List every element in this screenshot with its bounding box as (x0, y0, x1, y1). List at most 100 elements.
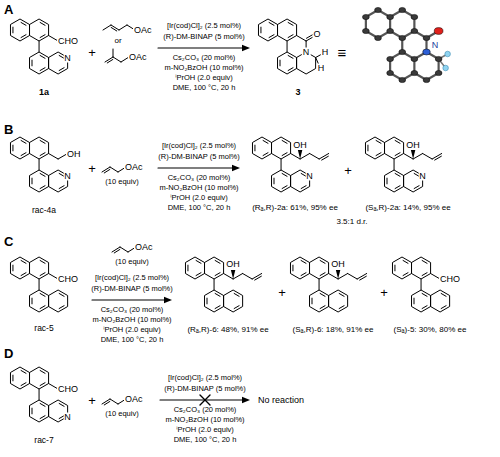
reaction-arrow (158, 47, 245, 48)
aromatic-ring (365, 137, 384, 159)
bond-line (40, 260, 45, 263)
condition-text: [Ir(cod)Cl]₂ (2.5 mol%) (95, 274, 169, 282)
bond-line (282, 140, 287, 143)
aromatic-ring (185, 257, 204, 279)
bond-line (234, 306, 239, 309)
carbon-ellipsoid (411, 70, 418, 75)
compound-label: rac-5 (34, 324, 53, 333)
carbon-ellipsoid (435, 70, 442, 75)
aromatic-ring (10, 137, 29, 159)
bond-line (339, 293, 344, 296)
bond-line (395, 186, 400, 189)
equiv-text: (10 equiv) (115, 258, 148, 266)
bond-line (110, 167, 118, 172)
atom-label: OH (225, 260, 241, 269)
bond-line (395, 173, 400, 176)
aromatic-ring (385, 170, 404, 192)
bond-line (288, 22, 293, 25)
atom-label: H (317, 64, 326, 73)
plus-sign: + (278, 286, 286, 299)
hydrogen-atom (443, 65, 449, 71)
bond-line (103, 25, 111, 30)
condition-text: Cs₂CO₃ (20 mol%) (174, 406, 237, 414)
condition-text: ⁱPrOH (2.0 equiv) (103, 326, 161, 334)
bond-line (403, 273, 408, 276)
arrow-head (242, 397, 250, 403)
plus-sign: + (380, 286, 388, 299)
bond-line (301, 260, 306, 263)
carbon-ellipsoid (399, 35, 406, 40)
aromatic-ring (310, 290, 329, 312)
bond-line (274, 178, 275, 184)
bond-line (113, 57, 121, 62)
aromatic-ring (30, 400, 49, 422)
aromatic-ring (30, 367, 49, 389)
product-label: (Rₐ,R)-2a: 61%, 95% ee (252, 204, 338, 212)
bond-line (435, 156, 442, 160)
compound-label: rac-4a (32, 206, 56, 215)
aromatic-ring (272, 137, 291, 159)
aromatic-ring (412, 290, 431, 312)
condition-text: DME, 100 °C, 20 h (168, 204, 231, 212)
bond-line (59, 306, 64, 309)
bond-line (338, 274, 348, 280)
bond-line (320, 293, 325, 296)
bond-line (319, 154, 329, 160)
bond-line (282, 173, 287, 176)
bond-line (215, 306, 220, 309)
bond-line (422, 306, 427, 309)
aromatic-ring (30, 19, 49, 41)
bond-line (105, 57, 113, 62)
condition-text: m-NO₂BzOH (10 mol%) (92, 316, 171, 324)
bond-line (441, 293, 446, 296)
bond-line (269, 22, 274, 25)
product-label: (Sₐ)-5: 30%, 80% ee (394, 326, 467, 334)
plus-sign: + (344, 164, 352, 177)
condition-text: DME, 100 °C, 20 h (174, 436, 237, 444)
bond-line (300, 154, 310, 160)
bond-line (40, 293, 45, 296)
bond-line (282, 186, 287, 189)
condition-text: DME, 100 °C, 20 h (173, 84, 236, 92)
carbon-ellipsoid (399, 7, 406, 12)
bond-line (21, 22, 26, 25)
bond-line (21, 383, 26, 386)
bond-line (320, 260, 325, 263)
bond-line (102, 167, 110, 172)
bond-line (59, 68, 64, 71)
bond-line (21, 140, 26, 143)
bond-line (40, 35, 45, 38)
bond-line (288, 55, 293, 58)
bond-line (423, 154, 433, 160)
carbon-ellipsoid (423, 35, 430, 40)
product-label: (Sₐ,R)-6: 18%, 91% ee (293, 326, 374, 334)
atom-label: CHO (57, 37, 79, 46)
nitrogen-ellipsoid (423, 49, 431, 55)
equiv-text: (10 equiv) (105, 178, 138, 186)
atom-label: OAc (133, 26, 153, 35)
panel-letter: C (4, 235, 13, 248)
bond-line (32, 408, 33, 414)
bond-line (214, 279, 215, 290)
carbon-ellipsoid (435, 56, 442, 61)
aromatic-ring (10, 257, 29, 279)
bond-line (403, 260, 408, 263)
atom-label: CHO (57, 385, 79, 394)
arrow-head (242, 45, 250, 51)
bond-line (107, 59, 113, 63)
bond-line (422, 293, 427, 296)
compound-number: 3 (295, 88, 300, 97)
plus-sign: + (88, 394, 96, 407)
bond-line (254, 145, 255, 151)
aromatic-ring (329, 290, 348, 312)
bond-line (40, 273, 45, 276)
bond-line (421, 279, 422, 290)
bond-line (12, 145, 13, 151)
aromatic-ring (30, 257, 49, 279)
condition-text: Cs₂CO₃ (20 mol%) (173, 54, 236, 62)
atom-label: N (63, 171, 72, 180)
bond-line (255, 276, 262, 280)
atom-label: CHO (57, 275, 79, 284)
atom-label: CHO (439, 275, 461, 284)
condition-text: (R)-DM-BINAP (5 mol%) (91, 285, 173, 293)
